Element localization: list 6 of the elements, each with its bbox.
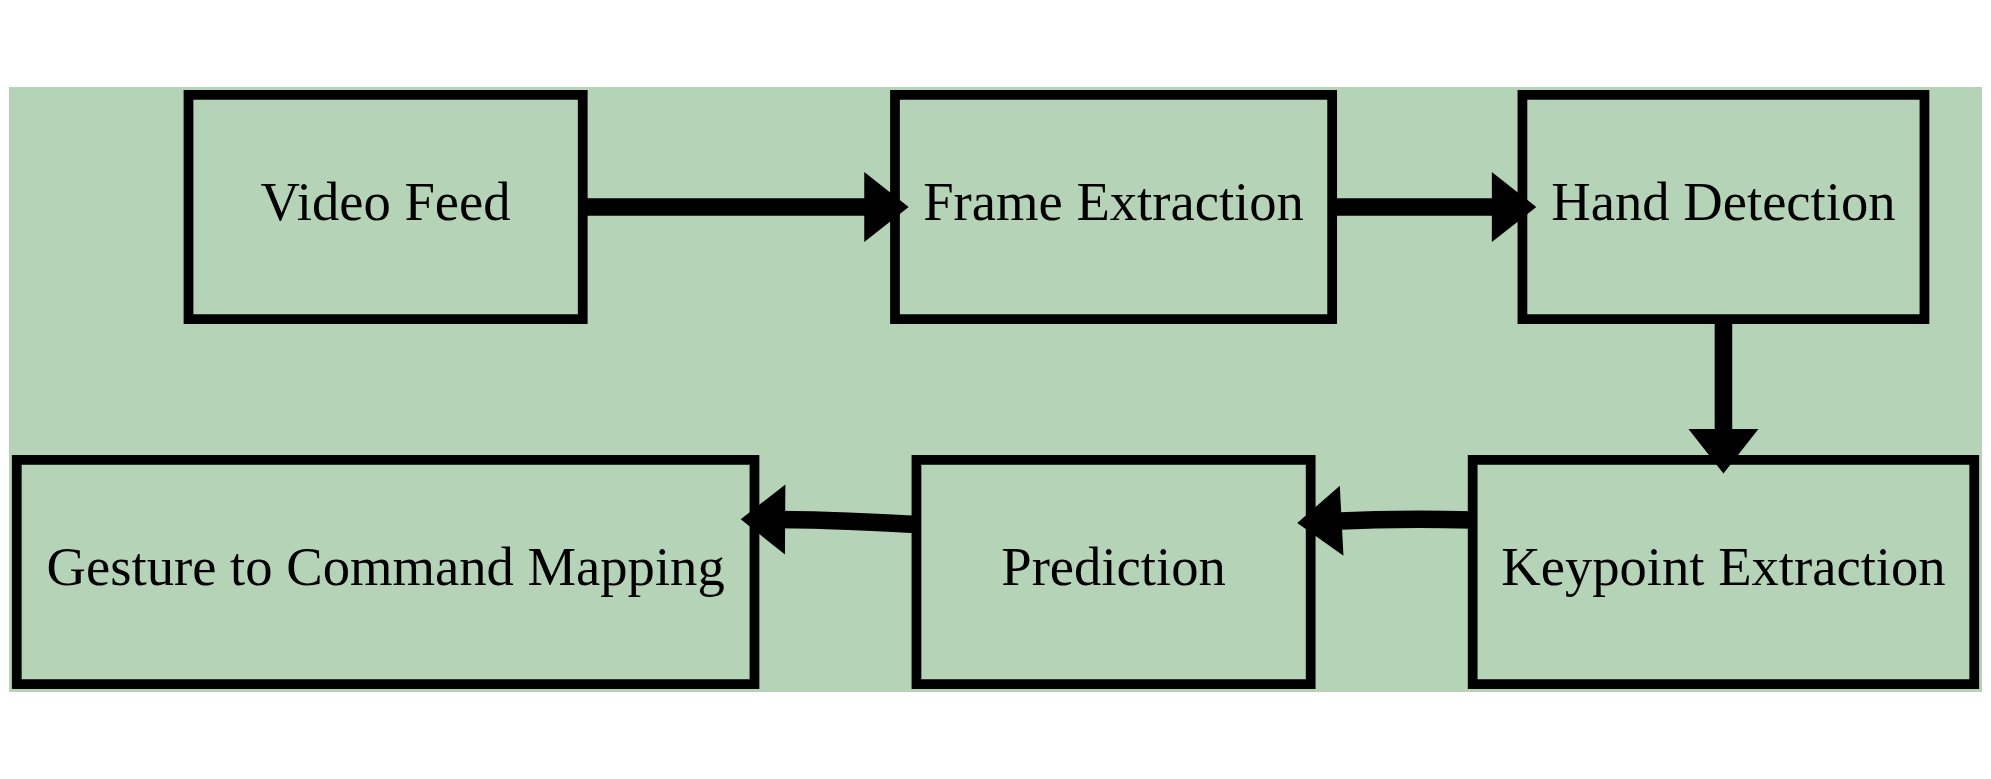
node-box: Video Feed	[183, 89, 588, 325]
node-box: Hand Detection	[1517, 89, 1930, 325]
node-box: Frame Extraction	[890, 89, 1338, 325]
node-box: Keypoint Extraction	[1467, 454, 1980, 690]
node-box: Gesture to Command Mapping	[11, 454, 760, 690]
node-box: Prediction	[911, 454, 1316, 690]
